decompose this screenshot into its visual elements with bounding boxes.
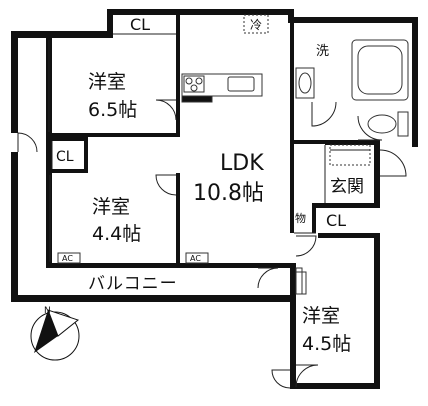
room-ldk-name: LDK: [220, 151, 264, 176]
door-balcony-right: [257, 267, 279, 289]
aircon-markers: AC AC: [57, 252, 307, 295]
wall-65-bottom: [52, 133, 180, 137]
wall-top-cl: [107, 9, 182, 15]
wall-cl-mid-box: [52, 137, 86, 141]
fridge-label: 冷: [250, 18, 262, 32]
wall-cl-mid-bottom: [52, 169, 88, 173]
door-swings: [17, 33, 407, 389]
washbasin-bowl: [298, 72, 312, 94]
fixtures: [181, 14, 409, 295]
aircon-box-2: [185, 252, 209, 264]
wall-65-right: [176, 15, 180, 137]
burner-1: [185, 77, 193, 85]
fridge-space: [243, 14, 269, 34]
room-45-size: 4.5帖: [302, 333, 351, 355]
kitchen-sink: [227, 76, 255, 92]
door-44: [155, 174, 177, 196]
door-45-bottom: [295, 364, 319, 388]
wall-entrance-bottom: [312, 203, 380, 208]
room-65-name: 洋室: [88, 71, 126, 93]
toilet-tank: [397, 111, 409, 137]
wall-rooms-left: [46, 38, 52, 268]
burner-3: [190, 84, 198, 92]
bathtub-inner: [357, 45, 403, 95]
closet-middle-label: CL: [56, 149, 74, 165]
door-left-65: [17, 132, 38, 153]
entrance-step: [324, 145, 370, 203]
storage-label: 物: [295, 211, 306, 225]
wall-cl-left: [107, 9, 113, 38]
wall-ldk-right: [290, 133, 294, 203]
wall-entrance-right: [374, 140, 380, 205]
closet-right-label: CL: [326, 211, 346, 230]
kitchen-counter: [181, 73, 263, 97]
fixture-labels: 冷 洗 物: [250, 18, 329, 225]
wall-45-right: [374, 233, 380, 389]
wall-storage: [290, 203, 294, 233]
closet-labels: CL CL CL: [56, 15, 346, 230]
kitchen-stove: [183, 75, 205, 93]
wall-top-bath: [294, 17, 418, 23]
door-entrance: [379, 149, 407, 177]
wall-cl-mid-right: [84, 137, 88, 173]
room-ldk-size: 10.8帖: [193, 181, 264, 206]
wall-cl-right-left: [312, 203, 316, 233]
shoe-cabinet: [329, 144, 371, 166]
door-wash: [311, 101, 337, 127]
room-44-size: 4.4帖: [92, 223, 141, 245]
room-entrance: 玄関: [330, 177, 364, 197]
room-44-name: 洋室: [92, 196, 130, 218]
wall-45-top: [318, 233, 380, 238]
wall-top-kitchen: [176, 9, 294, 15]
wall-entrance-top: [325, 140, 380, 145]
bathtub: [351, 39, 409, 101]
aircon-box-3: [295, 271, 307, 295]
wall-top-left: [11, 31, 111, 38]
washbasin: [295, 67, 315, 99]
door-toilet: [357, 115, 383, 141]
wall-45-left: [290, 263, 296, 388]
compass: N: [30, 306, 80, 361]
wall-45-bottom: [290, 383, 380, 389]
balcony-label: バルコニー: [88, 274, 178, 294]
kitchen-hood: [181, 95, 213, 103]
aircon-label-1: AC: [62, 254, 73, 263]
wall-44-right: [176, 173, 180, 263]
room-65-size: 6.5帖: [88, 99, 137, 121]
closet-top-label: CL: [130, 15, 150, 34]
door-45-top: [295, 235, 317, 257]
room-45-name: 洋室: [302, 305, 340, 327]
wall-bath-bottom: [294, 140, 325, 144]
aircon-label-2: AC: [190, 254, 201, 263]
aircon-box-1: [57, 252, 81, 264]
washer-label: 洗: [316, 44, 329, 59]
walls: [11, 9, 418, 389]
burner-2: [195, 77, 203, 85]
wall-kitchen-bath: [290, 15, 294, 133]
compass-north: N: [44, 306, 51, 316]
wall-right-bath: [412, 17, 418, 147]
compass-needle-light: [47, 309, 80, 337]
room-labels: 洋室 6.5帖 洋室 4.4帖 LDK 10.8帖 玄関 洋室 4.5帖 バルコ…: [88, 71, 364, 355]
door-balcony-45: [271, 369, 291, 389]
toilet-bowl: [367, 114, 397, 134]
wall-rooms-bottom: [46, 263, 296, 268]
wall-left: [11, 31, 18, 133]
wall-balcony-bottom: [11, 295, 291, 302]
door-65-ldk: [155, 99, 177, 121]
wall-left-lower: [11, 152, 18, 302]
